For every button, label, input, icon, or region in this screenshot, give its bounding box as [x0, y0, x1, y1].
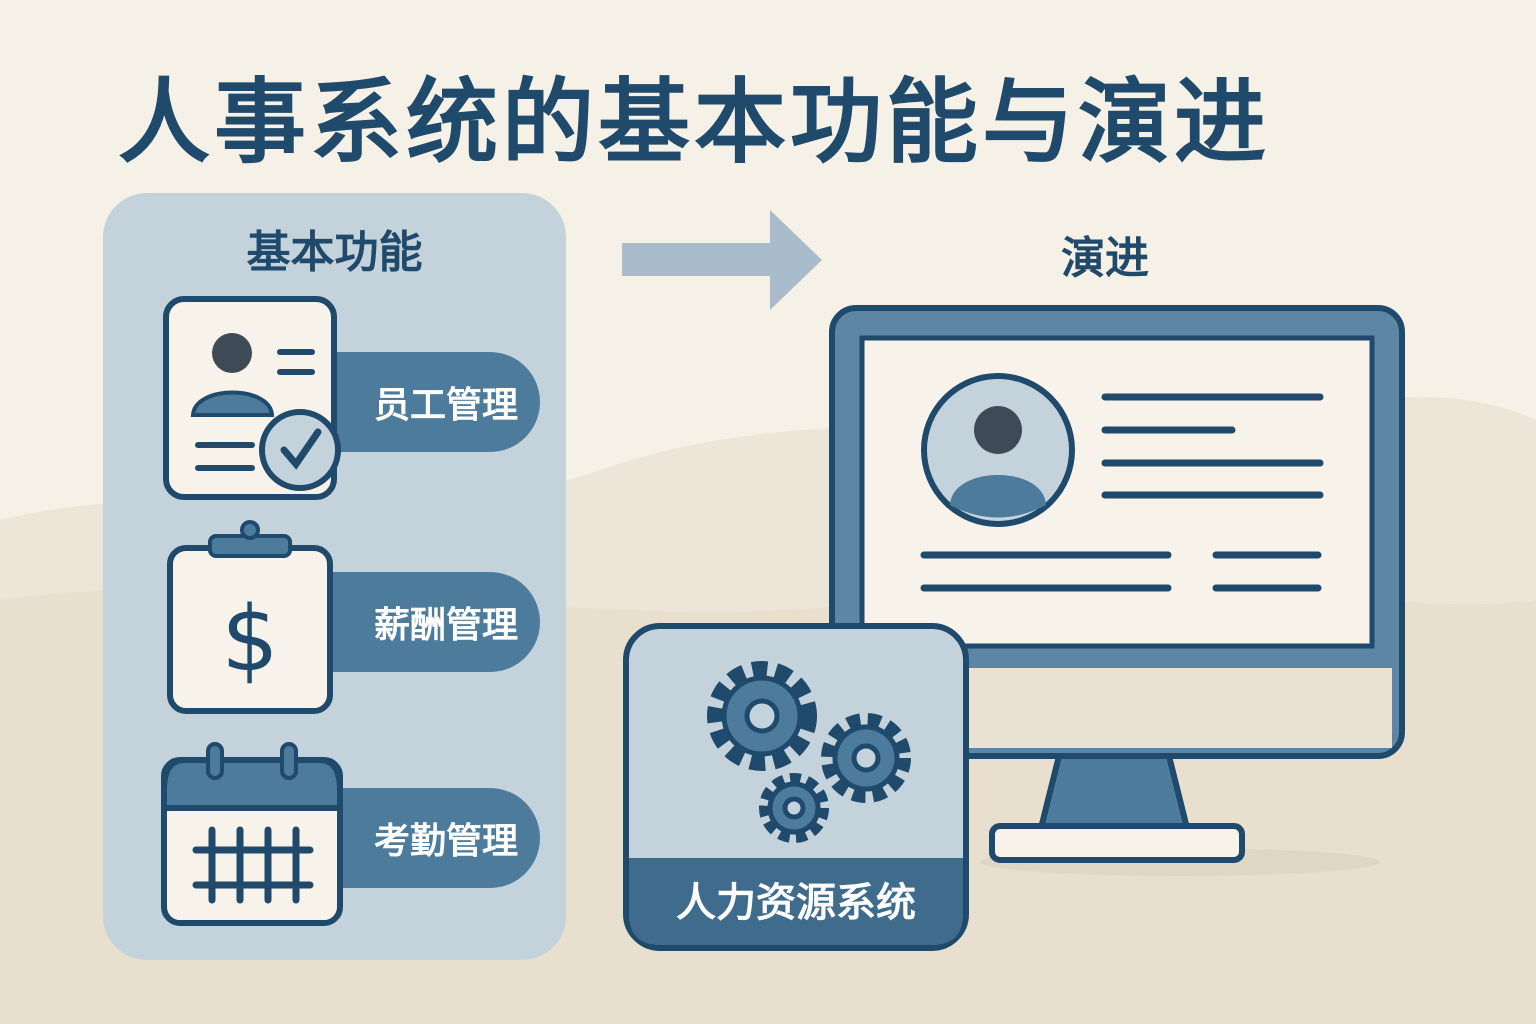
- employee-card-icon: [163, 296, 341, 500]
- page-title: 人事系统的基本功能与演进: [118, 69, 1271, 176]
- payroll-clipboard-icon: $: [167, 520, 333, 714]
- payroll-management-label: 薪酬管理: [300, 572, 540, 672]
- hr-system-card: [623, 623, 969, 951]
- basic-functions-heading: 基本功能: [246, 227, 423, 278]
- hr-system-label: 人力资源系统: [676, 880, 916, 926]
- gears-icon: [707, 661, 911, 843]
- evolution-heading: 演进: [1061, 233, 1149, 284]
- arrow-right-icon: [622, 210, 822, 310]
- calendar-icon: [161, 742, 343, 926]
- employee-management-label: 员工管理: [300, 352, 540, 452]
- svg-text:$: $: [221, 587, 278, 692]
